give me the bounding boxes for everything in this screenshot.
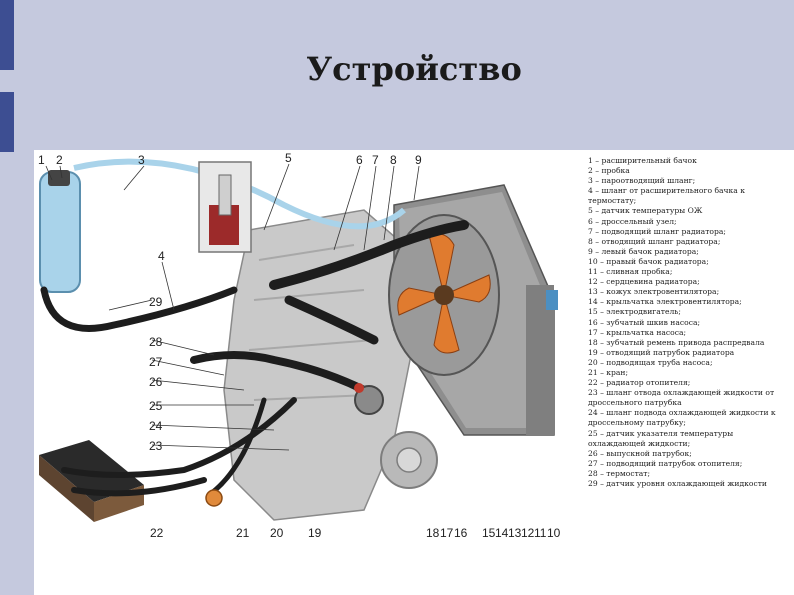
callout-14: 14 <box>495 526 509 540</box>
callout-7: 7 <box>372 153 379 167</box>
thermostat <box>354 385 384 415</box>
callout-3: 3 <box>138 153 145 167</box>
legend-item: 10 – правый бачок радиатора; <box>588 256 709 266</box>
coolant-hoses <box>40 220 469 498</box>
callout-1: 1 <box>38 153 45 167</box>
legend-item: 28 – термостат; <box>588 468 651 478</box>
callout-19: 19 <box>308 526 322 540</box>
heater-tap <box>205 489 223 507</box>
callout-10: 10 <box>547 526 561 540</box>
callout-16: 16 <box>454 526 468 540</box>
callout-13: 13 <box>508 526 522 540</box>
callout-5: 5 <box>285 151 292 165</box>
figure-bottom-margin <box>34 545 584 595</box>
callout-18: 18 <box>426 526 440 540</box>
cooling-system-figure: 1 2 3 4 5 6 7 8 9 10 11 12 13 14 15 16 1… <box>34 150 584 545</box>
header-band <box>34 0 794 150</box>
expansion-tank <box>39 171 81 293</box>
sensor-inset <box>198 161 252 253</box>
legend-item: 24 – шланг подвода охлаждающей жидкости … <box>588 408 776 428</box>
vapor-hose <box>73 158 406 230</box>
legend-item: 22 – радиатор отопителя; <box>588 378 691 388</box>
callout-27: 27 <box>149 355 163 369</box>
legend-item: 13 – кожух электровентилятора; <box>588 287 720 297</box>
legend-item: 14 – крыльчатка электровентилятора; <box>588 297 742 307</box>
legend-item: 15 – электродвигатель; <box>588 307 681 317</box>
legend-item: 26 – выпускной патрубок; <box>588 448 692 458</box>
callout-11: 11 <box>534 526 547 540</box>
temp-sensor-cap <box>354 383 364 393</box>
callout-29: 29 <box>149 295 163 309</box>
left-accent-bar <box>0 92 14 152</box>
legend-item: 6 – дроссельный узел; <box>588 216 677 226</box>
cooling-system-illustration: 1 2 3 4 5 6 7 8 9 10 11 12 13 14 15 16 1… <box>34 150 584 545</box>
content-area: 1 2 3 4 5 6 7 8 9 10 11 12 13 14 15 16 1… <box>34 150 794 595</box>
legend-item: 9 – левый бачок радиатора; <box>588 246 699 256</box>
legend-item: 2 – пробка <box>588 166 630 176</box>
legend-item: 4 – шланг от расширительного бачка к тер… <box>588 186 745 206</box>
callout-22: 22 <box>150 526 164 540</box>
legend-item: 1 – расширительный бачок <box>588 156 697 165</box>
legend-item: 17 – крыльчатка насоса; <box>588 327 687 337</box>
fan-blades <box>397 233 491 354</box>
callout-9: 9 <box>415 153 422 167</box>
callout-8: 8 <box>390 153 397 167</box>
legend-item: 25 – датчик указателя температуры охлажд… <box>588 428 734 448</box>
legend-item: 21 – кран; <box>588 367 629 377</box>
callout-20: 20 <box>270 526 284 540</box>
legend-item: 20 – подводящая труба насоса; <box>588 357 713 367</box>
legend-item: 12 – сердцевина радиатора; <box>588 277 700 287</box>
legend-item: 16 – зубчатый шкив насоса; <box>588 317 701 327</box>
tank-cap <box>48 170 70 186</box>
legend-item: 11 – сливная пробка; <box>588 267 673 277</box>
legend-item: 27 – подводящий патрубок отопителя; <box>588 458 743 468</box>
left-decor-band <box>0 0 34 595</box>
left-accent-bar <box>0 0 14 70</box>
slide-title: Устройство <box>306 50 522 88</box>
legend-item: 8 – отводящий шланг радиатора; <box>588 236 721 246</box>
callout-26: 26 <box>149 375 163 389</box>
legend-item: 18 – зубчатый ремень привода распредвала <box>588 337 765 347</box>
legend-item: 29 – датчик уровня охлаждающей жидкости <box>588 479 767 488</box>
legend-item: 19 – отводящий патрубок радиатора <box>588 347 735 357</box>
callout-28: 28 <box>149 335 163 349</box>
callout-25: 25 <box>149 399 163 413</box>
callout-23: 23 <box>149 439 163 453</box>
callout-24: 24 <box>149 419 163 433</box>
legend-item: 3 – пароотводящий шланг; <box>588 176 696 186</box>
callout-12: 12 <box>521 526 535 540</box>
callout-21: 21 <box>236 526 250 540</box>
legend-item: 23 – шланг отвода охлаждающей жидкости о… <box>588 388 775 408</box>
callout-leaders <box>45 163 420 451</box>
callout-15: 15 <box>482 526 496 540</box>
callout-2: 2 <box>56 153 63 167</box>
callout-4: 4 <box>158 249 165 263</box>
callout-6: 6 <box>356 153 363 167</box>
legend-item: 5 – датчик температуры ОЖ <box>588 206 703 216</box>
fan-hub <box>434 285 454 305</box>
legend-item: 7 – подводящий шланг радиатора; <box>588 226 726 236</box>
callout-17: 17 <box>440 526 454 540</box>
watermark: avto-nitstop.ru <box>474 509 563 525</box>
